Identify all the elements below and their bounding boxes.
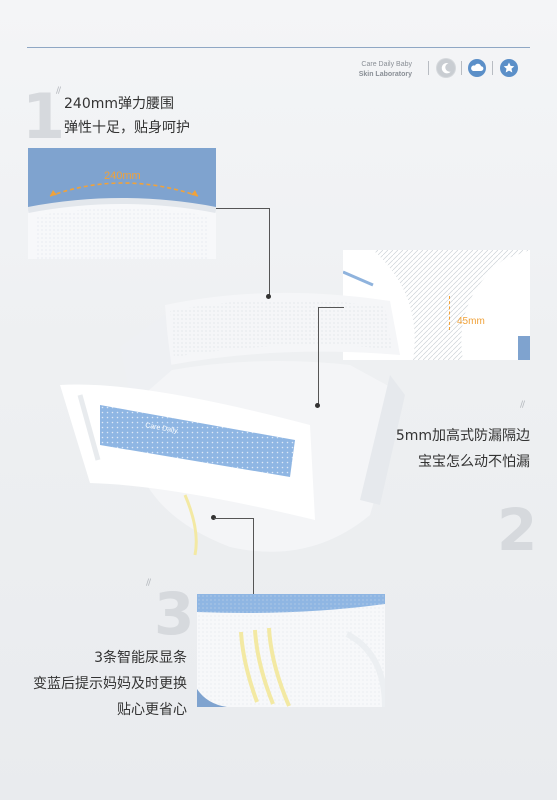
feature3-number: 3 [154,580,195,648]
indicator-strip-closeup [197,594,385,707]
leakguard-closeup: 45mm [343,250,530,360]
diaper-illustration: Care Daily [60,285,450,570]
leader-line [318,307,319,405]
leader-line [269,208,270,296]
tick-mark: // [56,86,61,96]
feature2-number: 2 [497,496,538,564]
leakguard-measure: 45mm [457,316,485,327]
feature1-line2: 弹性十足，贴身呵护 [64,120,190,136]
leader-dot [211,515,216,520]
top-divider [27,47,530,48]
header-separator [492,61,493,75]
feature1-line1: 240mm弹力腰围 [64,96,174,112]
waistband-closeup: 240mm [28,148,216,259]
feature1-number: 1 [22,80,66,153]
brand-line-1: Care Daily Baby [361,61,412,68]
tick-mark: // [520,400,525,410]
header-separator [461,61,462,75]
leader-dot [266,294,271,299]
brand-line-2: Skin Laboratory [358,71,412,78]
leader-line [216,208,269,209]
feature3-line3: 贴心更省心 [117,702,187,718]
height-indicator [449,296,451,330]
header-separator [428,61,429,75]
waistband-measure: 240mm [104,170,141,182]
feature3-line1: 3条智能尿显条 [94,650,187,666]
leader-dot [315,403,320,408]
feature2-line1: 35mm加高式防漏隔边 [386,428,530,444]
leader-line [253,518,254,594]
leader-line [318,307,344,308]
tick-mark: // [146,578,151,588]
leader-line [214,518,254,519]
cloud-icon [467,58,487,78]
feature2-line2: 宝宝怎么动不怕漏 [418,454,530,470]
brand-text: Care Daily Baby Skin Laboratory [340,60,412,80]
star-icon [499,58,519,78]
moon-icon [436,58,456,78]
feature3-line2: 变蓝后提示妈妈及时更换 [33,676,187,692]
